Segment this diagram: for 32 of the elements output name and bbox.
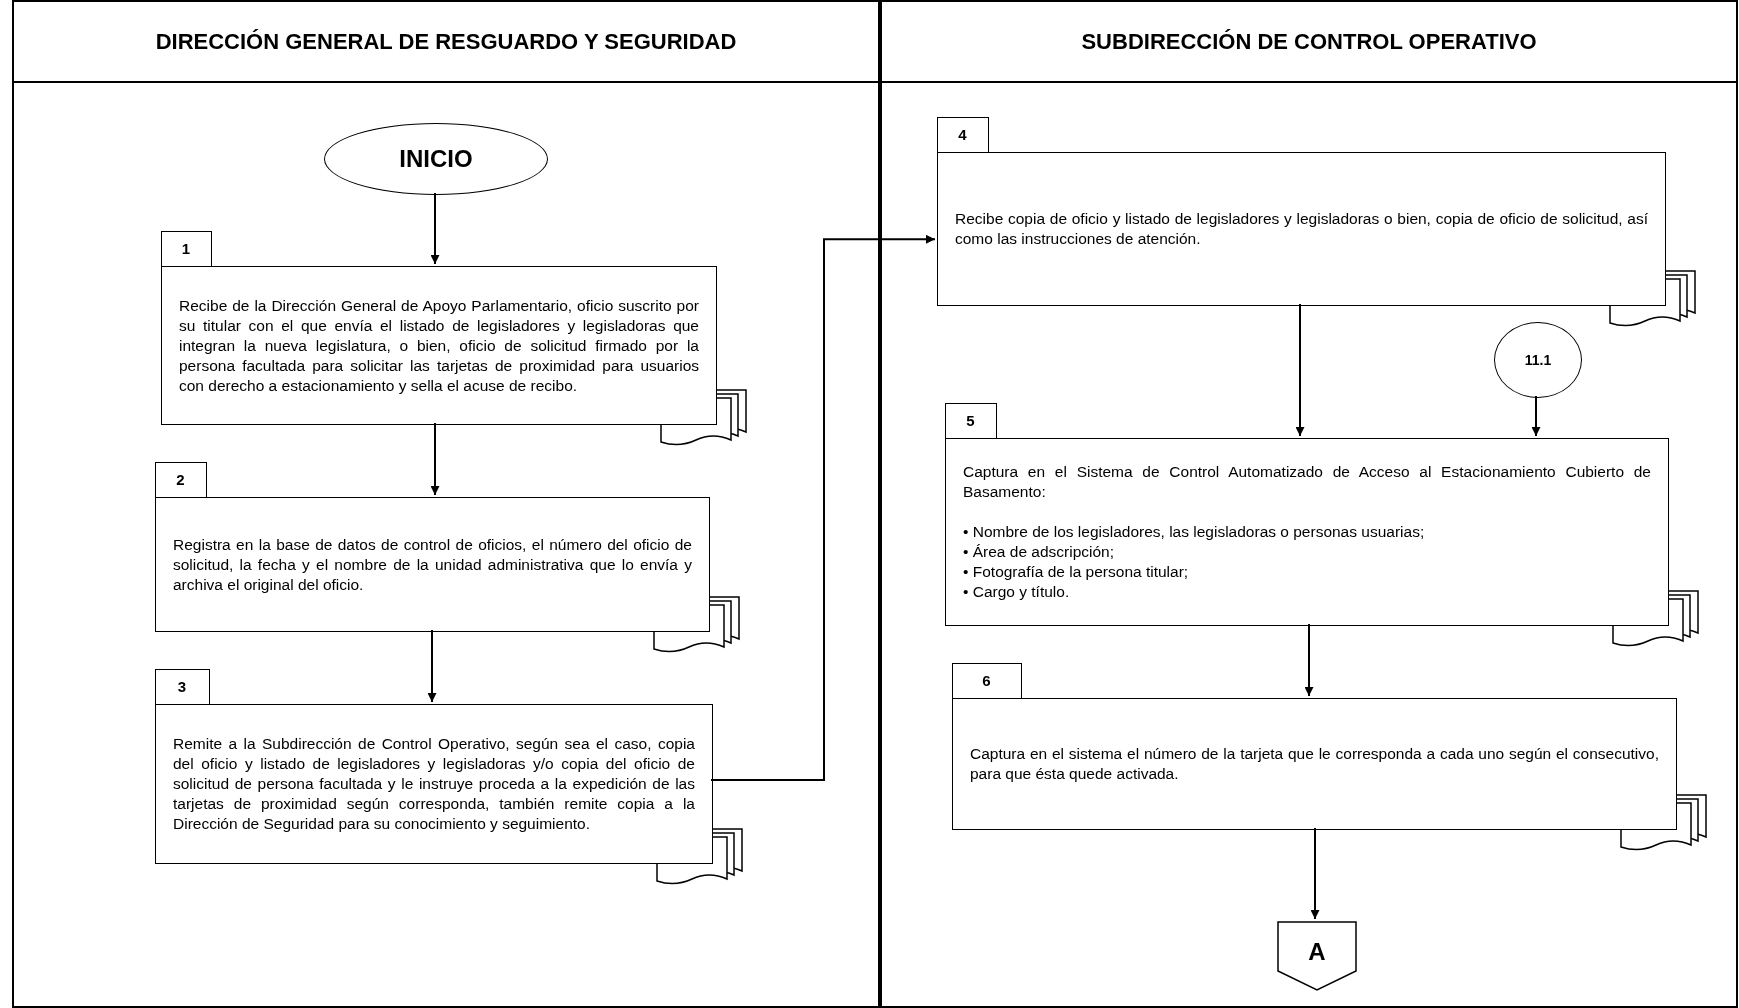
lane-header: DIRECCIÓN GENERAL DE RESGUARDO Y SEGURIDAD (155, 28, 737, 56)
arrow (1310, 827, 1320, 920)
arrow (1304, 623, 1314, 697)
step-description: Recibe copia de oficio y listado de legisladores y legisladoras o bien, copia de oficio de solicitud, así como las instrucciones de atención. (955, 209, 1648, 249)
arrow (1295, 303, 1305, 437)
offpage-connector (1277, 921, 1357, 991)
step-description: • Área de adscripción; (963, 542, 1116, 562)
step-description: Recibe de la Dirección General de Apoyo Parlamentario, oficio suscrito por su titular con el que envía el listado de legisladores y legisladoras que integran la nueva legislatura, o bien, oficio de solicitud firmado por la persona facultada para solicitar las tarjetas de proximidad para usuarios con derecho a estacionamiento y sella el acuse de recibo. (179, 295, 699, 396)
connector-label: A (1308, 937, 1326, 967)
swimlane (12, 0, 880, 1008)
step-number: 1 (160, 231, 212, 267)
lane-header: SUBDIRECCIÓN DE CONTROL OPERATIVO (1081, 28, 1537, 56)
step-description: Registra en la base de datos de control de oficios, el número del oficio de solicitud, la fecha y el nombre de la unidad administrativa que lo envía y archiva el original del oficio. (173, 534, 692, 595)
step-description: Captura en el sistema el número de la tarjeta que le corresponda a cada uno según el consecutivo, para que ésta quede activada. (970, 744, 1659, 784)
step-description: • Fotografía de la persona titular; (963, 562, 1190, 582)
step-number: 5 (944, 403, 997, 439)
arrow (1531, 395, 1541, 437)
arrow (710, 234, 936, 781)
swimlane (880, 0, 1738, 1008)
step-description: • Cargo y título. (963, 582, 1071, 602)
connector-label: 11.1 (1524, 350, 1552, 370)
arrow (430, 422, 440, 496)
step-description: Captura en el Sistema de Control Automatizado de Acceso al Estacionamiento Cubierto de Basamento: (963, 462, 1651, 502)
terminator-label: INICIO (399, 144, 473, 174)
step-number: 4 (936, 117, 989, 153)
step-number: 6 (951, 663, 1022, 699)
step-description: • Nombre de los legisladores, las legisladoras o personas usuarias; (963, 522, 1426, 542)
arrow (427, 629, 437, 703)
arrow (430, 192, 440, 265)
step-number: 3 (154, 669, 210, 705)
step-description: Remite a la Subdirección de Control Operativo, según sea el caso, copia del oficio y listado de legisladores y legisladoras y/o copia del oficio de solicitud de persona facultada y le instruye proceda a la expedición de las tarjetas de proximidad según corresponda, también remite copia a la Dirección de Seguridad para su conocimiento y seguimiento. (173, 734, 695, 834)
step-number: 2 (154, 462, 207, 498)
